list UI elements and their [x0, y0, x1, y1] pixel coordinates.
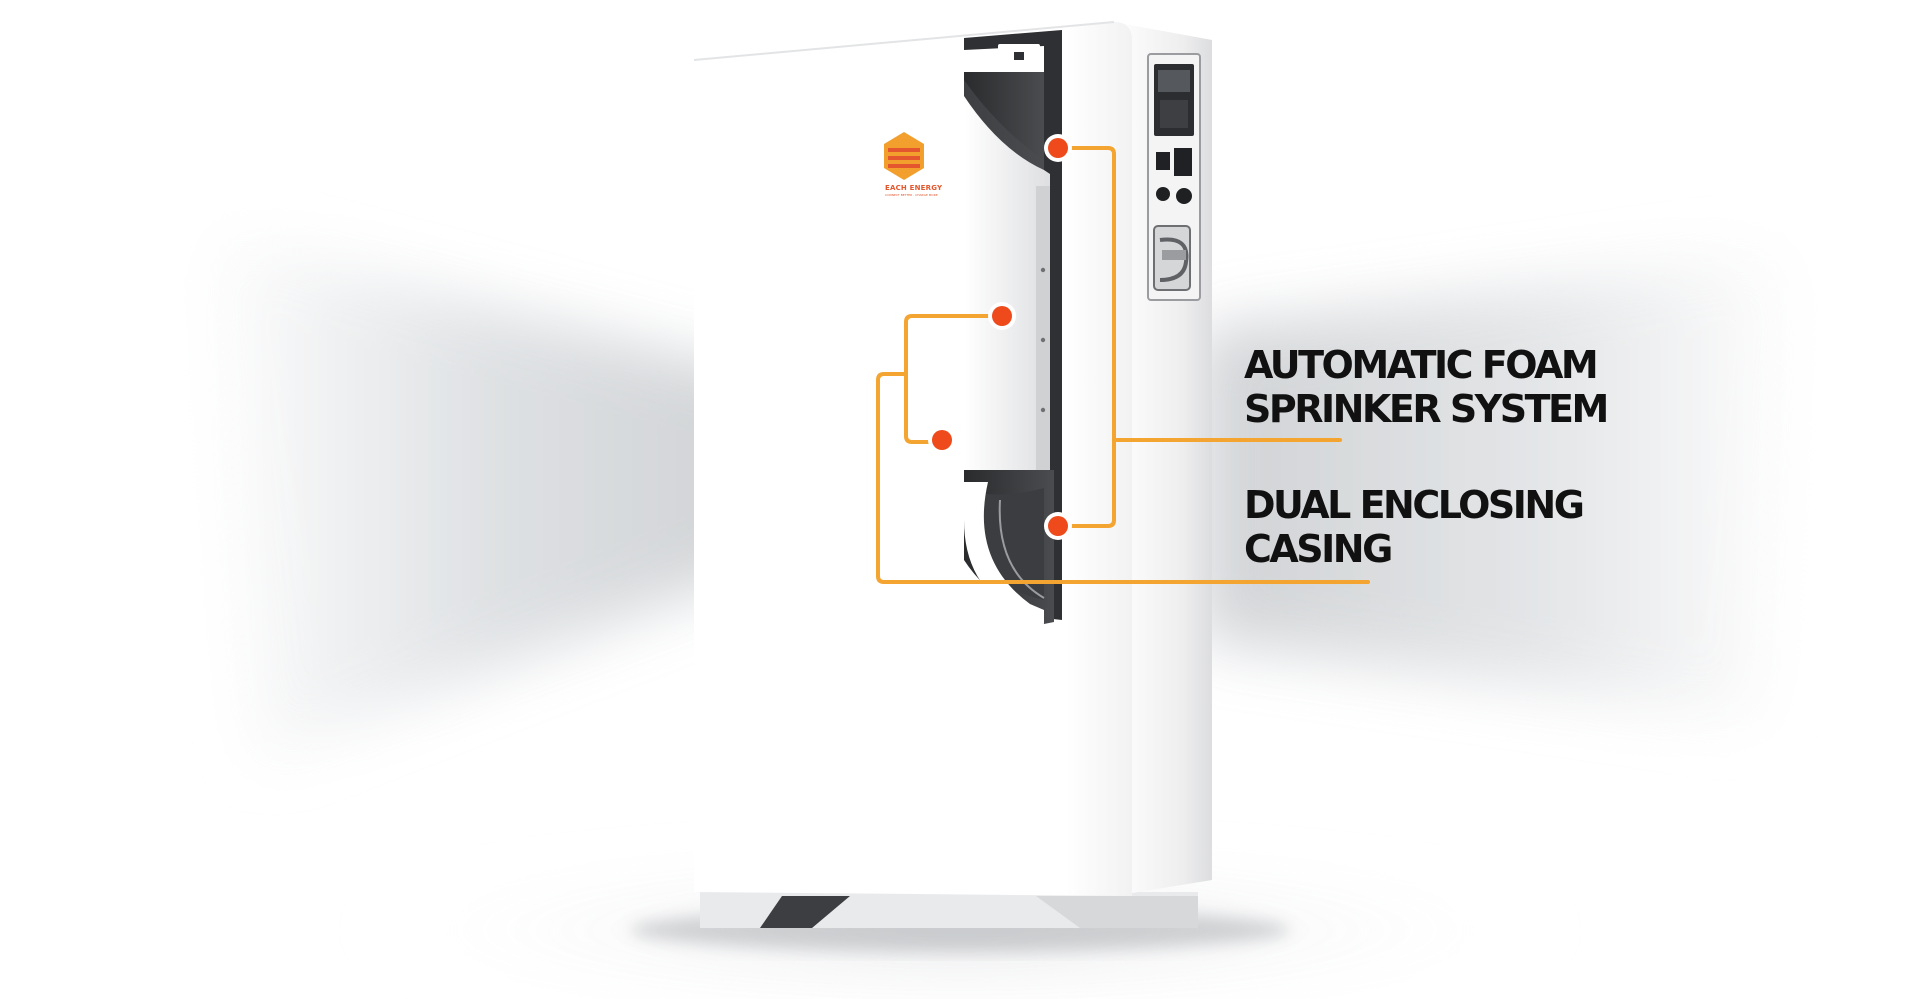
- brand-logo: EACH ENERGY CONNECT BETTER · CHARGE MORE: [884, 132, 943, 197]
- callout-labels: AUTOMATIC FOAM SPRINKER SYSTEM DUAL ENCL…: [1244, 343, 1609, 571]
- marker-sprinkler-bottom: [1044, 512, 1072, 540]
- brand-tagline: CONNECT BETTER · CHARGE MORE: [885, 193, 938, 197]
- leader-line-sprinkler: [1056, 146, 1342, 528]
- label-casing-line-2: CASING: [1244, 527, 1391, 571]
- leader-line-casing: [876, 314, 1370, 584]
- label-sprinkler-line-1: AUTOMATIC FOAM: [1244, 343, 1596, 387]
- marker-sprinkler-top: [1044, 134, 1072, 162]
- cutaway-interior: [964, 30, 1062, 624]
- callout-leader-lines: [876, 146, 1370, 584]
- brand-name: EACH ENERGY: [885, 184, 943, 192]
- battery-cabinet: EACH ENERGY CONNECT BETTER · CHARGE MORE: [630, 21, 1290, 952]
- connector-panel: [1147, 53, 1201, 301]
- label-casing-line-1: DUAL ENCLOSING: [1244, 483, 1583, 527]
- marker-casing-lower: [928, 426, 956, 454]
- label-sprinkler-line-2: SPRINKER SYSTEM: [1244, 387, 1607, 431]
- cabinet-base: [700, 892, 1198, 928]
- marker-casing-upper: [988, 302, 1016, 330]
- cabinet-side-panel: [1114, 22, 1212, 896]
- callout-markers: [928, 134, 1072, 540]
